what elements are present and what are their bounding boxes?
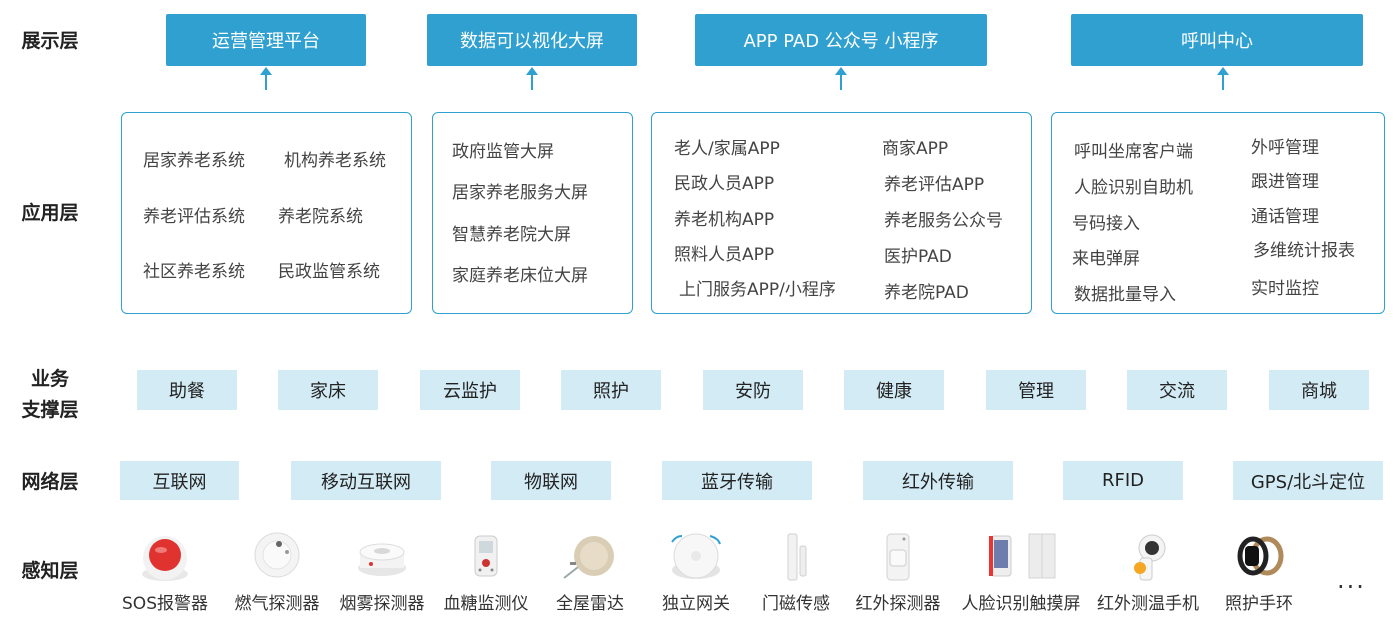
app-item: 社区养老系统	[143, 262, 245, 282]
layer-label-network: 网络层	[21, 471, 79, 493]
app-item: 居家养老系统	[143, 151, 245, 171]
device-name: 红外测温手机	[1097, 594, 1199, 614]
gateway-icon	[671, 533, 721, 579]
app-group-screens: 政府监管大屏 居家养老服务大屏 智慧养老院大屏 家庭养老床位大屏	[432, 112, 633, 314]
app-item: 民政监管系统	[278, 262, 380, 282]
display-box-call-center: 呼叫中心	[1071, 14, 1363, 66]
device-infrared-detector: 红外探测器	[851, 530, 945, 614]
device-name: 门磁传感	[762, 594, 830, 614]
layer-label-application: 应用层	[21, 202, 79, 224]
device-gateway: 独立网关	[649, 530, 743, 614]
gas-detector-icon	[254, 532, 300, 578]
app-item: 居家养老服务大屏	[452, 183, 588, 203]
device-name: 全屋雷达	[556, 594, 624, 614]
app-item: 养老机构APP	[674, 210, 775, 230]
more-ellipsis: ...	[1337, 566, 1366, 594]
app-item: 家庭养老床位大屏	[452, 266, 588, 286]
support-item-meal: 助餐	[137, 370, 237, 410]
device-name: 血糖监测仪	[443, 594, 529, 614]
infrared-detector-icon	[886, 533, 910, 581]
app-item: 养老院PAD	[884, 283, 969, 303]
layer-label-support-line2: 支撑层	[21, 399, 79, 421]
device-name: 独立网关	[662, 594, 730, 614]
device-sos-alarm: SOS报警器	[118, 530, 212, 614]
app-item: 养老评估系统	[143, 207, 245, 227]
network-item-gps: GPS/北斗定位	[1233, 461, 1383, 500]
door-sensor-icon	[787, 533, 807, 581]
app-item: 跟进管理	[1251, 172, 1319, 192]
device-home-radar: 全屋雷达	[543, 530, 637, 614]
device-temp-phone: 红外测温手机	[1092, 530, 1204, 614]
app-item: 照料人员APP	[674, 245, 775, 265]
support-item-care: 照护	[561, 370, 661, 410]
network-item-iot: 物联网	[491, 461, 611, 500]
support-item-security: 安防	[703, 370, 803, 410]
device-name: 人脸识别触摸屏	[961, 594, 1081, 614]
layer-label-support: 业务 支撑层	[0, 364, 100, 426]
app-item: 机构养老系统	[284, 151, 386, 171]
smoke-detector-icon	[358, 543, 406, 576]
device-name: 燃气探测器	[234, 594, 320, 614]
device-glucose-meter: 血糖监测仪	[439, 530, 533, 614]
support-item-mall: 商城	[1269, 370, 1369, 410]
network-item-bluetooth: 蓝牙传输	[662, 461, 812, 500]
app-group-call-center: 呼叫坐席客户端 外呼管理 人脸识别自助机 跟进管理 号码接入 通话管理 来电弹屏…	[1051, 112, 1385, 314]
app-item: 通话管理	[1251, 207, 1319, 227]
app-item: 人脸识别自助机	[1074, 178, 1193, 198]
temp-phone-icon	[1134, 534, 1166, 581]
app-item: 医护PAD	[884, 247, 952, 267]
app-item: 养老院系统	[278, 207, 363, 227]
layer-label-perception: 感知层	[21, 560, 79, 582]
face-touchscreen-icon	[989, 533, 1056, 579]
app-item: 商家APP	[882, 139, 949, 159]
support-item-health: 健康	[844, 370, 944, 410]
app-item: 养老服务公众号	[884, 211, 1003, 231]
device-smoke-detector: 烟雾探测器	[335, 530, 429, 614]
device-face-touchscreen: 人脸识别触摸屏	[955, 530, 1087, 614]
app-item: 数据批量导入	[1074, 285, 1176, 305]
app-item: 呼叫坐席客户端	[1074, 142, 1193, 162]
display-box-ops-platform: 运营管理平台	[166, 14, 366, 66]
device-name: 照护手环	[1225, 594, 1293, 614]
device-name: 烟雾探测器	[339, 594, 425, 614]
sos-alarm-icon	[142, 536, 188, 581]
app-item: 多维统计报表	[1253, 241, 1355, 261]
display-box-app-pad: APP PAD 公众号 小程序	[695, 14, 987, 66]
app-item: 号码接入	[1072, 214, 1140, 234]
support-item-home-bed: 家床	[278, 370, 378, 410]
app-group-systems: 居家养老系统 机构养老系统 养老评估系统 养老院系统 社区养老系统 民政监管系统	[121, 112, 412, 314]
app-item: 政府监管大屏	[452, 142, 554, 162]
app-group-mobile: 老人/家属APP 商家APP 民政人员APP 养老评估APP 养老机构APP 养…	[651, 112, 1032, 314]
support-item-management: 管理	[986, 370, 1086, 410]
arrow-up-icon	[835, 67, 847, 90]
layer-label-display: 展示层	[21, 30, 79, 52]
device-door-sensor: 门磁传感	[749, 530, 843, 614]
display-box-data-screen: 数据可以视化大屏	[427, 14, 637, 66]
app-item: 实时监控	[1251, 279, 1319, 299]
support-item-cloud-monitor: 云监护	[420, 370, 520, 410]
network-item-rfid: RFID	[1063, 461, 1183, 500]
network-item-infrared: 红外传输	[863, 461, 1013, 500]
device-care-bracelet: 照护手环	[1212, 530, 1306, 614]
arrow-up-icon	[526, 67, 538, 90]
support-item-communication: 交流	[1127, 370, 1227, 410]
app-item: 外呼管理	[1251, 138, 1319, 158]
network-item-mobile-internet: 移动互联网	[291, 461, 441, 500]
app-item: 上门服务APP/小程序	[679, 280, 836, 300]
care-bracelet-icon	[1237, 536, 1284, 576]
arrow-up-icon	[260, 67, 272, 90]
app-item: 老人/家属APP	[674, 139, 780, 159]
app-item: 养老评估APP	[884, 175, 985, 195]
home-radar-icon	[563, 536, 614, 579]
glucose-meter-icon	[474, 535, 498, 577]
device-name: 红外探测器	[855, 594, 941, 614]
device-gas-detector: 燃气探测器	[230, 530, 324, 614]
app-item: 民政人员APP	[674, 174, 775, 194]
device-name: SOS报警器	[122, 594, 208, 614]
arrow-up-icon	[1217, 67, 1229, 90]
network-item-internet: 互联网	[120, 461, 239, 500]
app-item: 智慧养老院大屏	[452, 225, 571, 245]
app-item: 来电弹屏	[1072, 249, 1140, 269]
layer-label-support-line1: 业务	[30, 368, 69, 390]
